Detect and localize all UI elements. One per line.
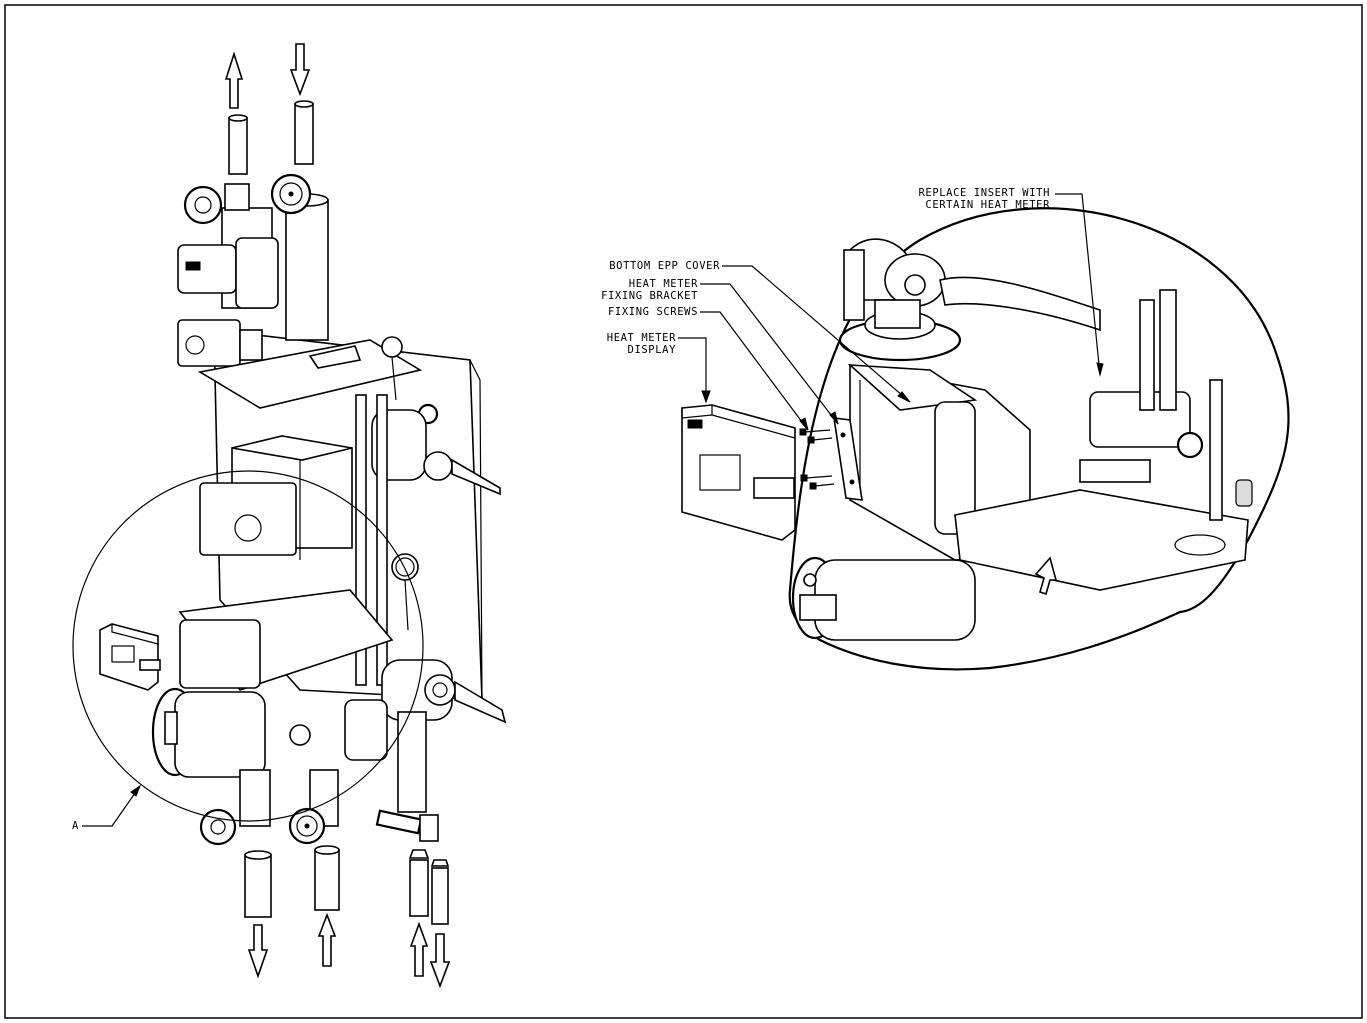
pipe-stub-bottom-2 xyxy=(314,849,340,911)
detail-ref-label: A xyxy=(72,820,79,832)
pipe-stub-bottom-4 xyxy=(431,867,449,925)
fixing-screws xyxy=(799,428,835,490)
valve-handwheel-top-left xyxy=(183,183,250,225)
pipe-stub-bottom-1 xyxy=(244,854,272,918)
heat-meter-fixing-bracket xyxy=(833,417,863,501)
leader-epp-cover xyxy=(722,265,911,403)
label-heat-meter-bracket-line1: HEAT METER xyxy=(628,278,698,290)
flow-arrow-up-bottom-3 xyxy=(409,921,429,977)
flow-arrow-down-bottom-1 xyxy=(247,924,269,979)
leader-screws xyxy=(700,311,809,431)
label-bottom-epp-cover: BOTTOM EPP COVER xyxy=(609,260,720,272)
sheet-border xyxy=(4,4,1363,1019)
circulating-pump xyxy=(151,687,311,778)
label-fixing-screws: FIXING SCREWS xyxy=(608,306,698,318)
flow-arrow-down-bottom-4 xyxy=(429,933,451,989)
pressure-gauge-top xyxy=(381,336,403,401)
label-heat-meter-display-line1: HEAT METER xyxy=(606,332,676,344)
leader-display xyxy=(678,337,707,402)
pipe-stub-bottom-3 xyxy=(409,859,429,917)
flow-arrow-up-top xyxy=(224,51,244,109)
label-heat-meter-display-line2: DISPLAY xyxy=(627,344,676,356)
heat-meter-display-large xyxy=(681,404,796,541)
leader-replace-insert xyxy=(1055,193,1101,376)
valve-handwheel-bottom-left xyxy=(199,808,237,846)
pipe-stub-top-left xyxy=(228,117,248,175)
label-replace-insert-line1: REPLACE INSERT WITH xyxy=(918,187,1050,199)
leader-lines xyxy=(678,193,1104,431)
detail-view-a xyxy=(681,207,1290,671)
label-replace-insert-line2: CERTAIN HEAT METER xyxy=(925,199,1050,211)
leader-a xyxy=(82,785,141,827)
label-heat-meter-bracket-line2: FIXING BRACKET xyxy=(601,290,698,302)
valve-handwheel-bottom-right xyxy=(288,807,326,845)
heat-meter-display-small xyxy=(99,623,161,691)
drain-lever xyxy=(375,809,439,842)
detail-circle-a xyxy=(72,470,424,822)
flow-arrow-up-bottom-2 xyxy=(317,912,337,967)
valve-handwheel-top-right xyxy=(270,173,312,215)
leader-bracket xyxy=(700,283,839,425)
pressure-gauge-middle xyxy=(391,553,419,631)
flow-arrow-down-top xyxy=(289,43,311,97)
hydraulic-station-assembly xyxy=(99,43,507,989)
actuator-top xyxy=(177,319,241,367)
pipe-stub-top-right xyxy=(294,103,314,165)
